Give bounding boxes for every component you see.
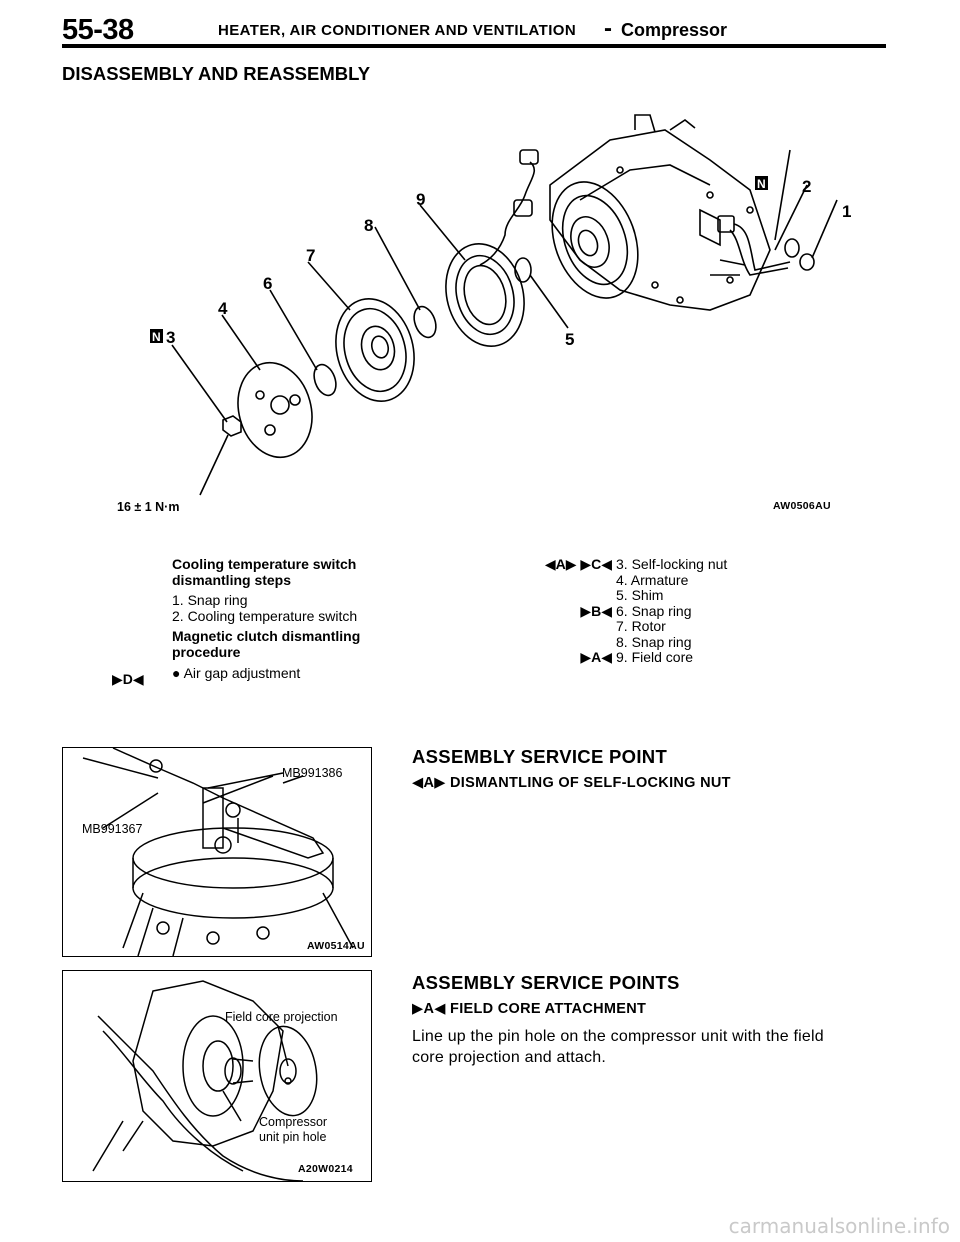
list-item: ▶B◀6. Snap ring	[580, 602, 692, 619]
section-subtitle: Compressor	[621, 20, 728, 40]
service-marker: ◀A▶	[412, 775, 446, 791]
callout-3: 3	[166, 328, 175, 347]
list-item: ● Air gap adjustment	[172, 665, 301, 681]
figure-code: AW0514AU	[307, 940, 365, 952]
callout-5: 5	[565, 330, 574, 349]
label-pin-hole-line2: unit pin hole	[259, 1130, 327, 1144]
exploded-diagram: 1 2 3 4 5 6 7 8 9 N N	[150, 114, 851, 496]
new-part-mark	[755, 176, 768, 190]
callout-2: 2	[802, 177, 811, 196]
callout-7: 7	[306, 246, 315, 265]
watermark: carmanualsonline.info	[728, 1214, 950, 1238]
label-pin-hole-line1: Compressor	[259, 1115, 328, 1129]
air-gap-marker: ▶D◀	[112, 671, 144, 687]
clutch-steps: ◀A▶ ▶C◀3. Self-locking nut 4. Armature 5…	[470, 556, 770, 666]
callout-6: 6	[263, 274, 272, 293]
tool-label-mb991386: MB991386	[282, 766, 343, 780]
label-field-core-projection: Field core projection	[225, 1010, 338, 1024]
section-title: DISASSEMBLY AND REASSEMBLY	[62, 63, 371, 84]
callout-9: 9	[416, 190, 425, 209]
header-rule	[62, 44, 886, 48]
cooling-steps: Cooling temperature switch dismantling s…	[172, 556, 392, 682]
tool-label-mb991367: MB991367	[82, 822, 143, 836]
list-item: ▶A◀9. Field core	[580, 649, 694, 665]
figure-code: A20W0214	[298, 1163, 353, 1175]
compressor-body	[549, 114, 771, 311]
cooling-heading: Cooling temperature switch dismantling s…	[172, 556, 357, 588]
figure-field-core	[62, 970, 372, 1182]
title-separator: -	[604, 15, 612, 42]
figure-code: AW0506AU	[773, 500, 831, 512]
service-points-title: ASSEMBLY SERVICE POINTS	[412, 972, 680, 993]
list-item: 1. Snap ring	[172, 592, 248, 608]
service-point-subtitle: ◀A▶ DISMANTLING OF SELF-LOCKING NUT	[412, 775, 731, 791]
new-part-mark	[150, 329, 163, 343]
svg-text:N: N	[152, 330, 161, 344]
list-item: 2. Cooling temperature switch	[172, 607, 358, 624]
service-point-subtitle: ▶A◀ FIELD CORE ATTACHMENT	[412, 1001, 647, 1017]
callout-8: 8	[364, 216, 373, 235]
service-marker: ▶A◀	[412, 1001, 446, 1017]
list-item: 8. Snap ring	[616, 633, 692, 650]
tool-illustration	[82, 747, 354, 957]
service-instructions: Line up the pin hole on the compressor u…	[412, 1028, 824, 1066]
chapter-title: HEATER, AIR CONDITIONER AND VENTILATION	[218, 22, 577, 39]
list-item: 4. Armature	[616, 571, 689, 588]
field-core-illustration	[92, 980, 318, 1182]
callout-4: 4	[218, 299, 228, 318]
list-item: 7. Rotor	[616, 618, 666, 634]
service-point-title: ASSEMBLY SERVICE POINT	[412, 746, 668, 767]
page-number: 55-38	[62, 14, 134, 46]
figure-self-locking-nut	[62, 747, 372, 957]
svg-text:N: N	[757, 177, 766, 191]
list-item: ◀A▶ ▶C◀3. Self-locking nut	[544, 556, 728, 572]
part-callouts: 1 2 3 4 5 6 7 8 9 N N	[150, 176, 851, 349]
torque-spec: 16 ± 1 N·m	[117, 500, 180, 514]
callout-1: 1	[842, 202, 851, 221]
clutch-heading: Magnetic clutch dismantling procedure	[172, 628, 361, 660]
list-item: 5. Shim	[616, 587, 664, 603]
